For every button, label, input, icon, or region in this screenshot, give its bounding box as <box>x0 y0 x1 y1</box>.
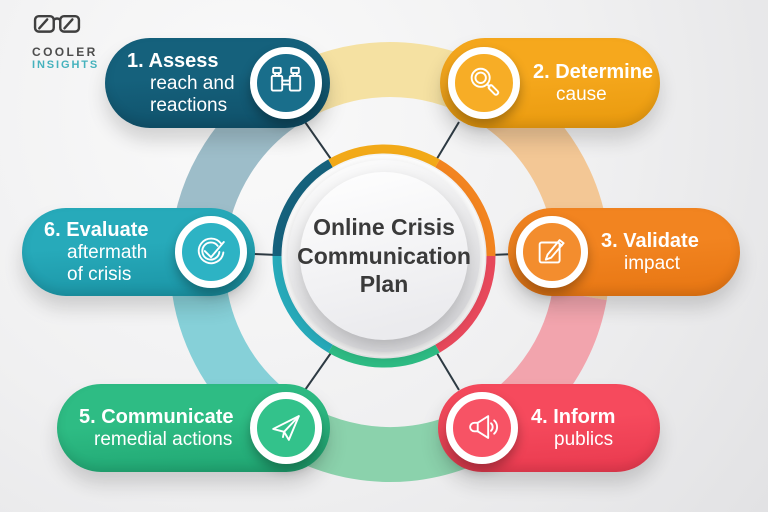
binoculars-icon <box>270 66 302 92</box>
brand-logo: COOLER INSIGHTS <box>32 12 99 71</box>
inner-ring-segment-orange <box>435 159 496 257</box>
step-2-pill: 2. Determine cause <box>440 38 660 128</box>
inner-ring-segment-red <box>435 255 496 353</box>
step-4-text: 4. Inform publics <box>518 405 660 451</box>
step-4-subtitle: publics <box>554 428 614 450</box>
step-2-badge <box>448 47 520 119</box>
center-title-line3: Plan <box>359 271 409 298</box>
brand-name-cooler: COOLER <box>32 45 98 59</box>
connector-step5 <box>304 349 334 391</box>
step-6-title: 6. Evaluate <box>44 218 149 241</box>
step-1-pill: 1. Assess reach and reactions <box>105 38 330 128</box>
step-2-title: 2. Determine <box>533 60 654 83</box>
magnifier-icon <box>470 67 500 96</box>
step-6-pill: 6. Evaluate aftermath of crisis <box>22 208 255 296</box>
step-4-pill: 4. Inform publics <box>438 384 660 472</box>
step-5-badge <box>250 392 322 464</box>
glasses-icon <box>33 14 81 33</box>
connector-step2 <box>434 121 460 163</box>
inner-colored-ring <box>272 144 496 368</box>
paper-plane-icon <box>272 415 300 441</box>
step-3-text: 3. Validate impact <box>588 229 740 275</box>
inner-ring-segment-darkteal <box>272 159 333 257</box>
megaphone-icon <box>469 415 499 439</box>
center-circle-inner <box>300 172 468 340</box>
step-3-title: 3. Validate <box>601 229 699 252</box>
step-3-subtitle: impact <box>624 252 680 274</box>
inner-ring-segment-green <box>328 344 440 368</box>
check-circle-icon <box>197 237 225 265</box>
step-5-pill: 5. Communicate remedial actions <box>57 384 330 472</box>
step-1-badge <box>250 47 322 119</box>
step-4-badge <box>446 392 518 464</box>
step-3-pill: 3. Validate impact <box>508 208 740 296</box>
step-2-subtitle: cause <box>556 83 607 105</box>
step-3-badge <box>516 216 588 288</box>
step-5-subtitle: remedial actions <box>94 428 233 450</box>
pencil-pad-icon <box>538 239 565 264</box>
center-title-line1: Online Crisis <box>313 213 455 240</box>
brand-name-insights: INSIGHTS <box>32 59 100 71</box>
step-2-text: 2. Determine cause <box>520 60 660 106</box>
step-1-title: 1. Assess <box>127 49 219 72</box>
connector-step1 <box>304 121 334 163</box>
step-1-text: 1. Assess reach and reactions <box>105 49 250 117</box>
step-6-badge <box>175 216 247 288</box>
inner-ring-segment-yellow <box>328 144 440 168</box>
inner-ring-segment-teal <box>272 255 333 353</box>
step-5-title: 5. Communicate <box>79 405 234 428</box>
step-4-title: 4. Inform <box>531 405 616 428</box>
center-title-line2: Communication <box>297 242 471 269</box>
connector-step4 <box>434 349 460 391</box>
center-title: Online Crisis Communication Plan <box>284 200 484 312</box>
connector-lines <box>253 121 515 391</box>
center-circle <box>283 155 485 357</box>
step-6-subtitle: aftermath of crisis <box>67 241 148 285</box>
step-1-subtitle: reach and reactions <box>150 72 235 116</box>
step-6-text: 6. Evaluate aftermath of crisis <box>22 218 175 286</box>
step-5-text: 5. Communicate remedial actions <box>57 405 250 451</box>
